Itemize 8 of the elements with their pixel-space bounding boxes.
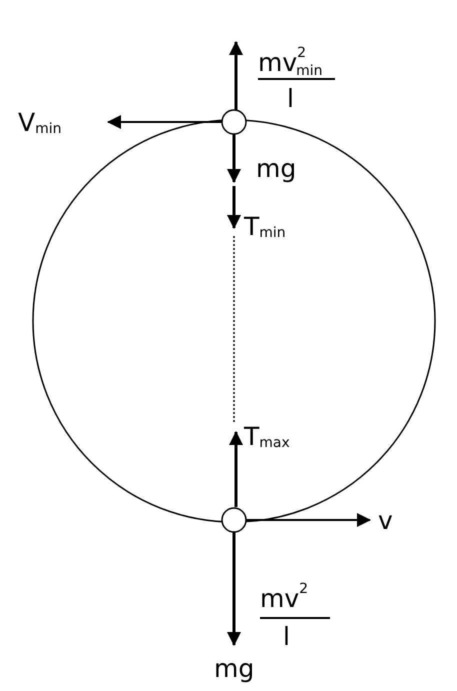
force-label: l [283,624,290,649]
force-label: T$_{max}$ [244,424,290,449]
force-label: mg [214,656,254,681]
force-label: l [287,86,294,111]
velocity-label: v [378,508,393,533]
velocity-label: V$_{min}$ [18,110,62,135]
force-label: T$_{min}$ [244,214,286,239]
force-label: mg [256,156,296,181]
